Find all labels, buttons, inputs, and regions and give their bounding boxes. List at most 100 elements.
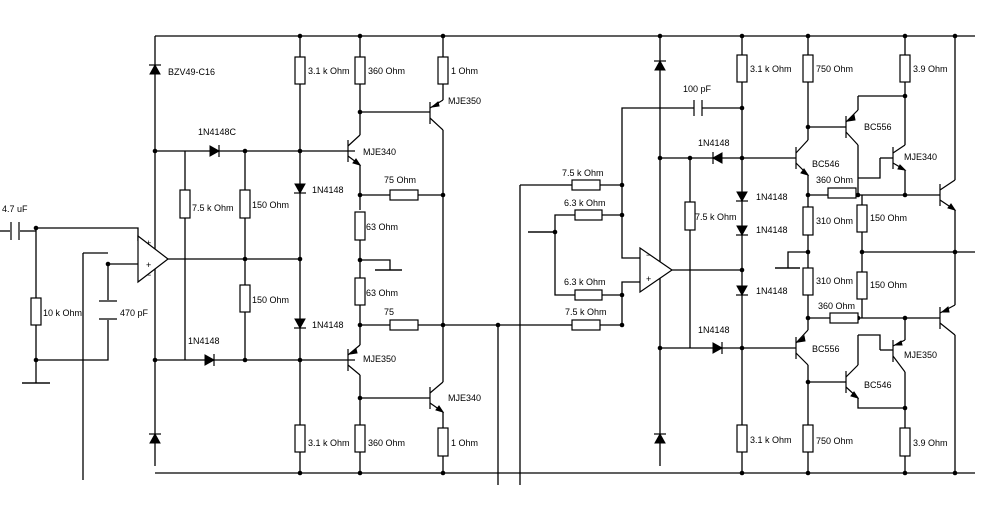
label-r-7k5-r: 7.5 k Ohm	[695, 212, 737, 222]
zener-bl	[149, 432, 161, 444]
label-d-1n4148-r3: 1N4148	[756, 225, 788, 235]
resistor-150-r1	[856, 204, 868, 233]
capacitor-100pf	[685, 100, 712, 116]
resistor-3k9-b	[899, 427, 911, 457]
label-c-100: 100 pF	[683, 84, 712, 94]
label-r-150-b: 150 Ohm	[252, 295, 289, 305]
label-r-63-b: 63 Ohm	[366, 288, 398, 298]
label-r-in: 10 k Ohm	[43, 308, 82, 318]
labels: 4.7 uF 10 k Ohm 470 pF BZV49-C16 1N4148C…	[2, 64, 948, 448]
label-r-1-tl: 1 Ohm	[451, 66, 478, 76]
resistor-3k1-tl	[294, 56, 306, 85]
diode-1n4148-r5	[712, 342, 724, 354]
diode-1n4148-r3	[736, 225, 748, 237]
resistor-360-tl	[354, 56, 366, 85]
label-r-63-a: 63 Ohm	[366, 222, 398, 232]
resistor-63-b	[354, 277, 366, 306]
resistor-310-a	[802, 206, 814, 236]
label-r-39-b: 3.9 Ohm	[913, 438, 948, 448]
label-r-39-t: 3.9 Ohm	[913, 64, 948, 74]
zener-tl	[149, 63, 161, 75]
label-r-150-r2: 150 Ohm	[870, 280, 907, 290]
svg-text:−: −	[146, 270, 151, 280]
transistors	[347, 99, 957, 413]
transistor-mje340-r	[858, 144, 907, 179]
label-c-in: 4.7 uF	[2, 204, 28, 214]
svg-text:+: +	[146, 238, 151, 248]
svg-text:+: +	[146, 260, 151, 270]
transistor-bc556-b	[775, 329, 809, 366]
svg-text:−: −	[646, 250, 651, 260]
label-q-mje340-t: MJE340	[363, 147, 396, 157]
label-d-1n4148-r5: 1N4148	[698, 325, 730, 335]
label-d-1n4148-a: 1N4148	[188, 336, 220, 346]
label-q-mje350-b: MJE350	[363, 354, 396, 364]
resistor-7k5-right	[684, 201, 696, 231]
resistors	[30, 54, 911, 457]
capacitors	[10, 100, 712, 320]
label-q-bc546-b: BC546	[864, 380, 892, 390]
diode-1n4148-v1	[294, 183, 306, 195]
label-r-360-bl: 360 Ohm	[368, 438, 405, 448]
zener-tr	[654, 59, 666, 71]
label-r-7k5-m1: 7.5 k Ohm	[562, 168, 604, 178]
label-r-7k5-a: 7.5 k Ohm	[192, 203, 234, 213]
junction-dots	[33, 33, 958, 476]
label-q-mje340-r: MJE340	[904, 152, 937, 162]
resistor-1-bl	[437, 427, 449, 457]
label-r-750-t: 750 Ohm	[816, 64, 853, 74]
resistor-10k	[30, 297, 42, 326]
label-r-310-b: 310 Ohm	[816, 276, 853, 286]
resistor-150-a	[239, 189, 251, 219]
transistor-bc546-t	[775, 139, 810, 176]
diode-1n4148-bl	[204, 354, 216, 366]
capacitor-470pf	[99, 300, 117, 320]
diode-1n4148c	[209, 145, 221, 157]
transistor-mje340-b	[429, 381, 445, 413]
label-q-mje340-b: MJE340	[448, 393, 481, 403]
label-d-1n4148-b: 1N4148	[312, 185, 344, 195]
resistor-3k9-t	[899, 54, 911, 83]
resistor-63-a	[354, 211, 366, 241]
zener-br	[654, 432, 666, 444]
diode-1n4148-r4	[736, 285, 748, 297]
label-q-bc556-t: BC556	[864, 122, 892, 132]
resistor-750-b	[802, 424, 814, 453]
transistor-bc546-b	[840, 364, 860, 399]
label-r-1-bl: 1 Ohm	[451, 438, 478, 448]
label-r-750-b: 750 Ohm	[816, 436, 853, 446]
svg-text:+: +	[646, 274, 651, 284]
label-r-3k1-tl: 3.1 k Ohm	[308, 66, 350, 76]
resistor-3k1-br	[736, 424, 748, 453]
label-r-6k3-m2: 6.3 k Ohm	[564, 277, 606, 287]
label-d-1n4148-r1: 1N4148	[698, 138, 730, 148]
diode-1n4148-r1	[711, 152, 723, 164]
label-r-75-b: 75	[384, 307, 394, 317]
label-q-bc546-t: BC546	[812, 159, 840, 169]
transistor-mje350-t	[429, 99, 444, 131]
capacitor-input	[10, 222, 20, 240]
resistor-6k3-m1	[574, 209, 603, 221]
label-q-bc556-b: BC556	[812, 344, 840, 354]
resistor-360-bl	[354, 424, 366, 453]
resistor-3k1-bl	[294, 424, 306, 453]
resistor-150-b	[239, 284, 251, 313]
label-r-360-rt: 360 Ohm	[816, 175, 853, 185]
label-c-470: 470 pF	[120, 308, 149, 318]
resistor-75-b	[389, 319, 419, 331]
opamp-2: − +	[639, 246, 674, 294]
diode-1n4148-r2	[736, 191, 748, 203]
resistor-7k5-left	[179, 189, 191, 219]
label-r-360-rb: 360 Ohm	[818, 301, 855, 311]
resistor-3k1-tr	[736, 54, 748, 83]
diode-1n4148-v2	[294, 318, 306, 330]
resistor-750-t	[802, 54, 814, 83]
label-r-7k5-m2: 7.5 k Ohm	[565, 307, 607, 317]
transistor-mje340-t	[347, 134, 362, 166]
label-zener: BZV49-C16	[168, 67, 215, 77]
label-r-6k3-m1: 6.3 k Ohm	[564, 198, 606, 208]
label-d-1n4148-r2: 1N4148	[756, 192, 788, 202]
label-r-75-a: 75 Ohm	[384, 175, 416, 185]
resistor-360-rb	[829, 312, 859, 324]
